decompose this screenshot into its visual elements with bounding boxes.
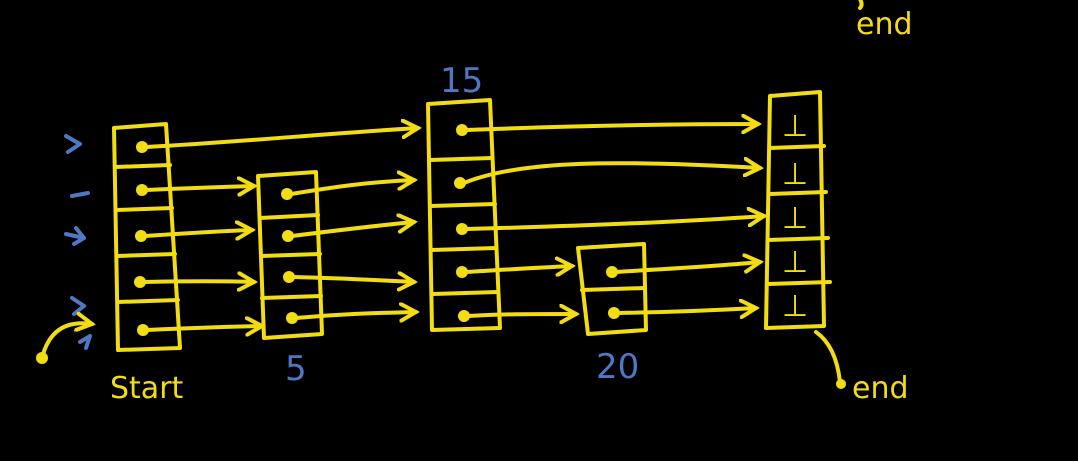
node-20 — [576, 242, 648, 336]
level-marker-4 — [70, 296, 86, 316]
arrow-20-to-end-l2 — [616, 308, 756, 313]
arrow-15-to-end-l3 — [464, 216, 764, 231]
top-end-label: end — [856, 7, 913, 42]
null-marker: ⊥ — [782, 289, 808, 324]
arrow-5-to-15-l4 — [294, 312, 416, 318]
arrow-5-to-15-l2 — [290, 222, 414, 238]
null-marker: ⊥ — [782, 157, 808, 192]
arrow-15-to-end-l2 — [462, 163, 760, 185]
node-15 — [426, 98, 502, 332]
arrow-5-to-15-l1 — [289, 180, 414, 196]
level-marker-2 — [70, 191, 90, 198]
end-dot — [836, 379, 846, 389]
arrow-start-to-5-l4 — [145, 326, 262, 330]
node-start — [112, 122, 182, 352]
end-pointer-line — [814, 330, 842, 384]
top-end-scribble — [858, 0, 864, 10]
level-marker-3 — [64, 226, 86, 246]
null-marker: ⊥ — [782, 109, 808, 144]
node-15-label: 15 — [440, 61, 483, 101]
arrow-start-to-15-top — [144, 128, 418, 149]
arrow-start-to-5-l2 — [143, 230, 252, 236]
start-pointer-arrow — [40, 323, 92, 360]
null-markers: ⊥ ⊥ ⊥ ⊥ ⊥ — [782, 109, 808, 324]
end-label: end — [852, 371, 909, 406]
null-marker: ⊥ — [782, 201, 808, 236]
start-label: Start — [110, 371, 184, 406]
node-5-label: 5 — [285, 349, 307, 389]
arrow-15-to-end-l1 — [464, 124, 758, 130]
node-end — [764, 90, 832, 330]
arrow-20-to-end-l1 — [614, 262, 760, 274]
arrow-5-to-15-l3 — [291, 277, 414, 282]
arrow-15-to-20-l2 — [466, 314, 576, 316]
null-marker: ⊥ — [782, 245, 808, 280]
node-20-label: 20 — [596, 347, 639, 387]
pointer-arrows — [142, 124, 764, 330]
arrow-15-to-20-l1 — [464, 266, 572, 272]
level-markers — [64, 134, 92, 350]
level-marker-5 — [78, 334, 92, 350]
arrow-start-to-5-l1 — [144, 186, 254, 190]
node-5 — [256, 170, 324, 340]
level-marker-1 — [64, 134, 82, 154]
arrow-start-to-5-l3 — [142, 281, 254, 282]
